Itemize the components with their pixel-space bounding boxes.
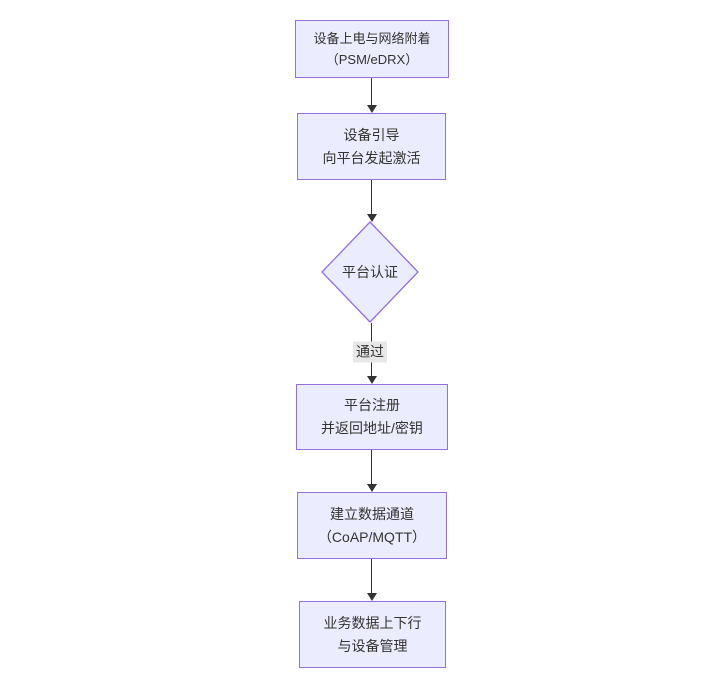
flow-node-data-channel: 建立数据通道 （CoAP/MQTT） — [297, 492, 447, 559]
flow-node-power-attach: 设备上电与网络附着 （PSM/eDRX） — [295, 20, 449, 78]
node-text-line: 设备上电与网络附着 — [313, 31, 431, 46]
arrowhead-icon — [366, 593, 377, 601]
node-text-line: 设备引导 — [343, 126, 400, 143]
node-text-line: 建立数据通道 — [330, 505, 414, 522]
node-text-line: 与设备管理 — [337, 637, 408, 654]
diamond-shape — [321, 221, 419, 323]
edge-line-4 — [371, 450, 372, 484]
flow-decision-platform-auth: 平台认证 — [321, 221, 419, 323]
node-text-line: 平台注册 — [344, 397, 400, 413]
flow-node-bootstrap: 设备引导 向平台发起激活 — [297, 113, 446, 180]
node-text-line: （CoAP/MQTT） — [317, 528, 427, 545]
arrowhead-icon — [366, 484, 377, 492]
node-text-line: 平台认证 — [342, 264, 398, 280]
arrowhead-icon — [366, 105, 377, 113]
flow-node-business-data: 业务数据上下行 与设备管理 — [299, 601, 446, 668]
node-text-line: 向平台发起激活 — [322, 149, 421, 166]
node-text-line: （PSM/eDRX） — [325, 52, 419, 67]
flow-node-platform-register: 平台注册 并返回地址/密钥 — [296, 384, 448, 450]
edge-line-5 — [371, 559, 372, 593]
node-text-line: 业务数据上下行 — [323, 614, 422, 631]
edge-line-1 — [371, 78, 372, 105]
edge-line-2 — [371, 180, 372, 214]
node-text-line: 并返回地址/密钥 — [321, 420, 423, 436]
arrowhead-icon — [366, 376, 377, 384]
arrowhead-icon — [366, 214, 377, 222]
edge-label-pass: 通过 — [353, 341, 387, 363]
